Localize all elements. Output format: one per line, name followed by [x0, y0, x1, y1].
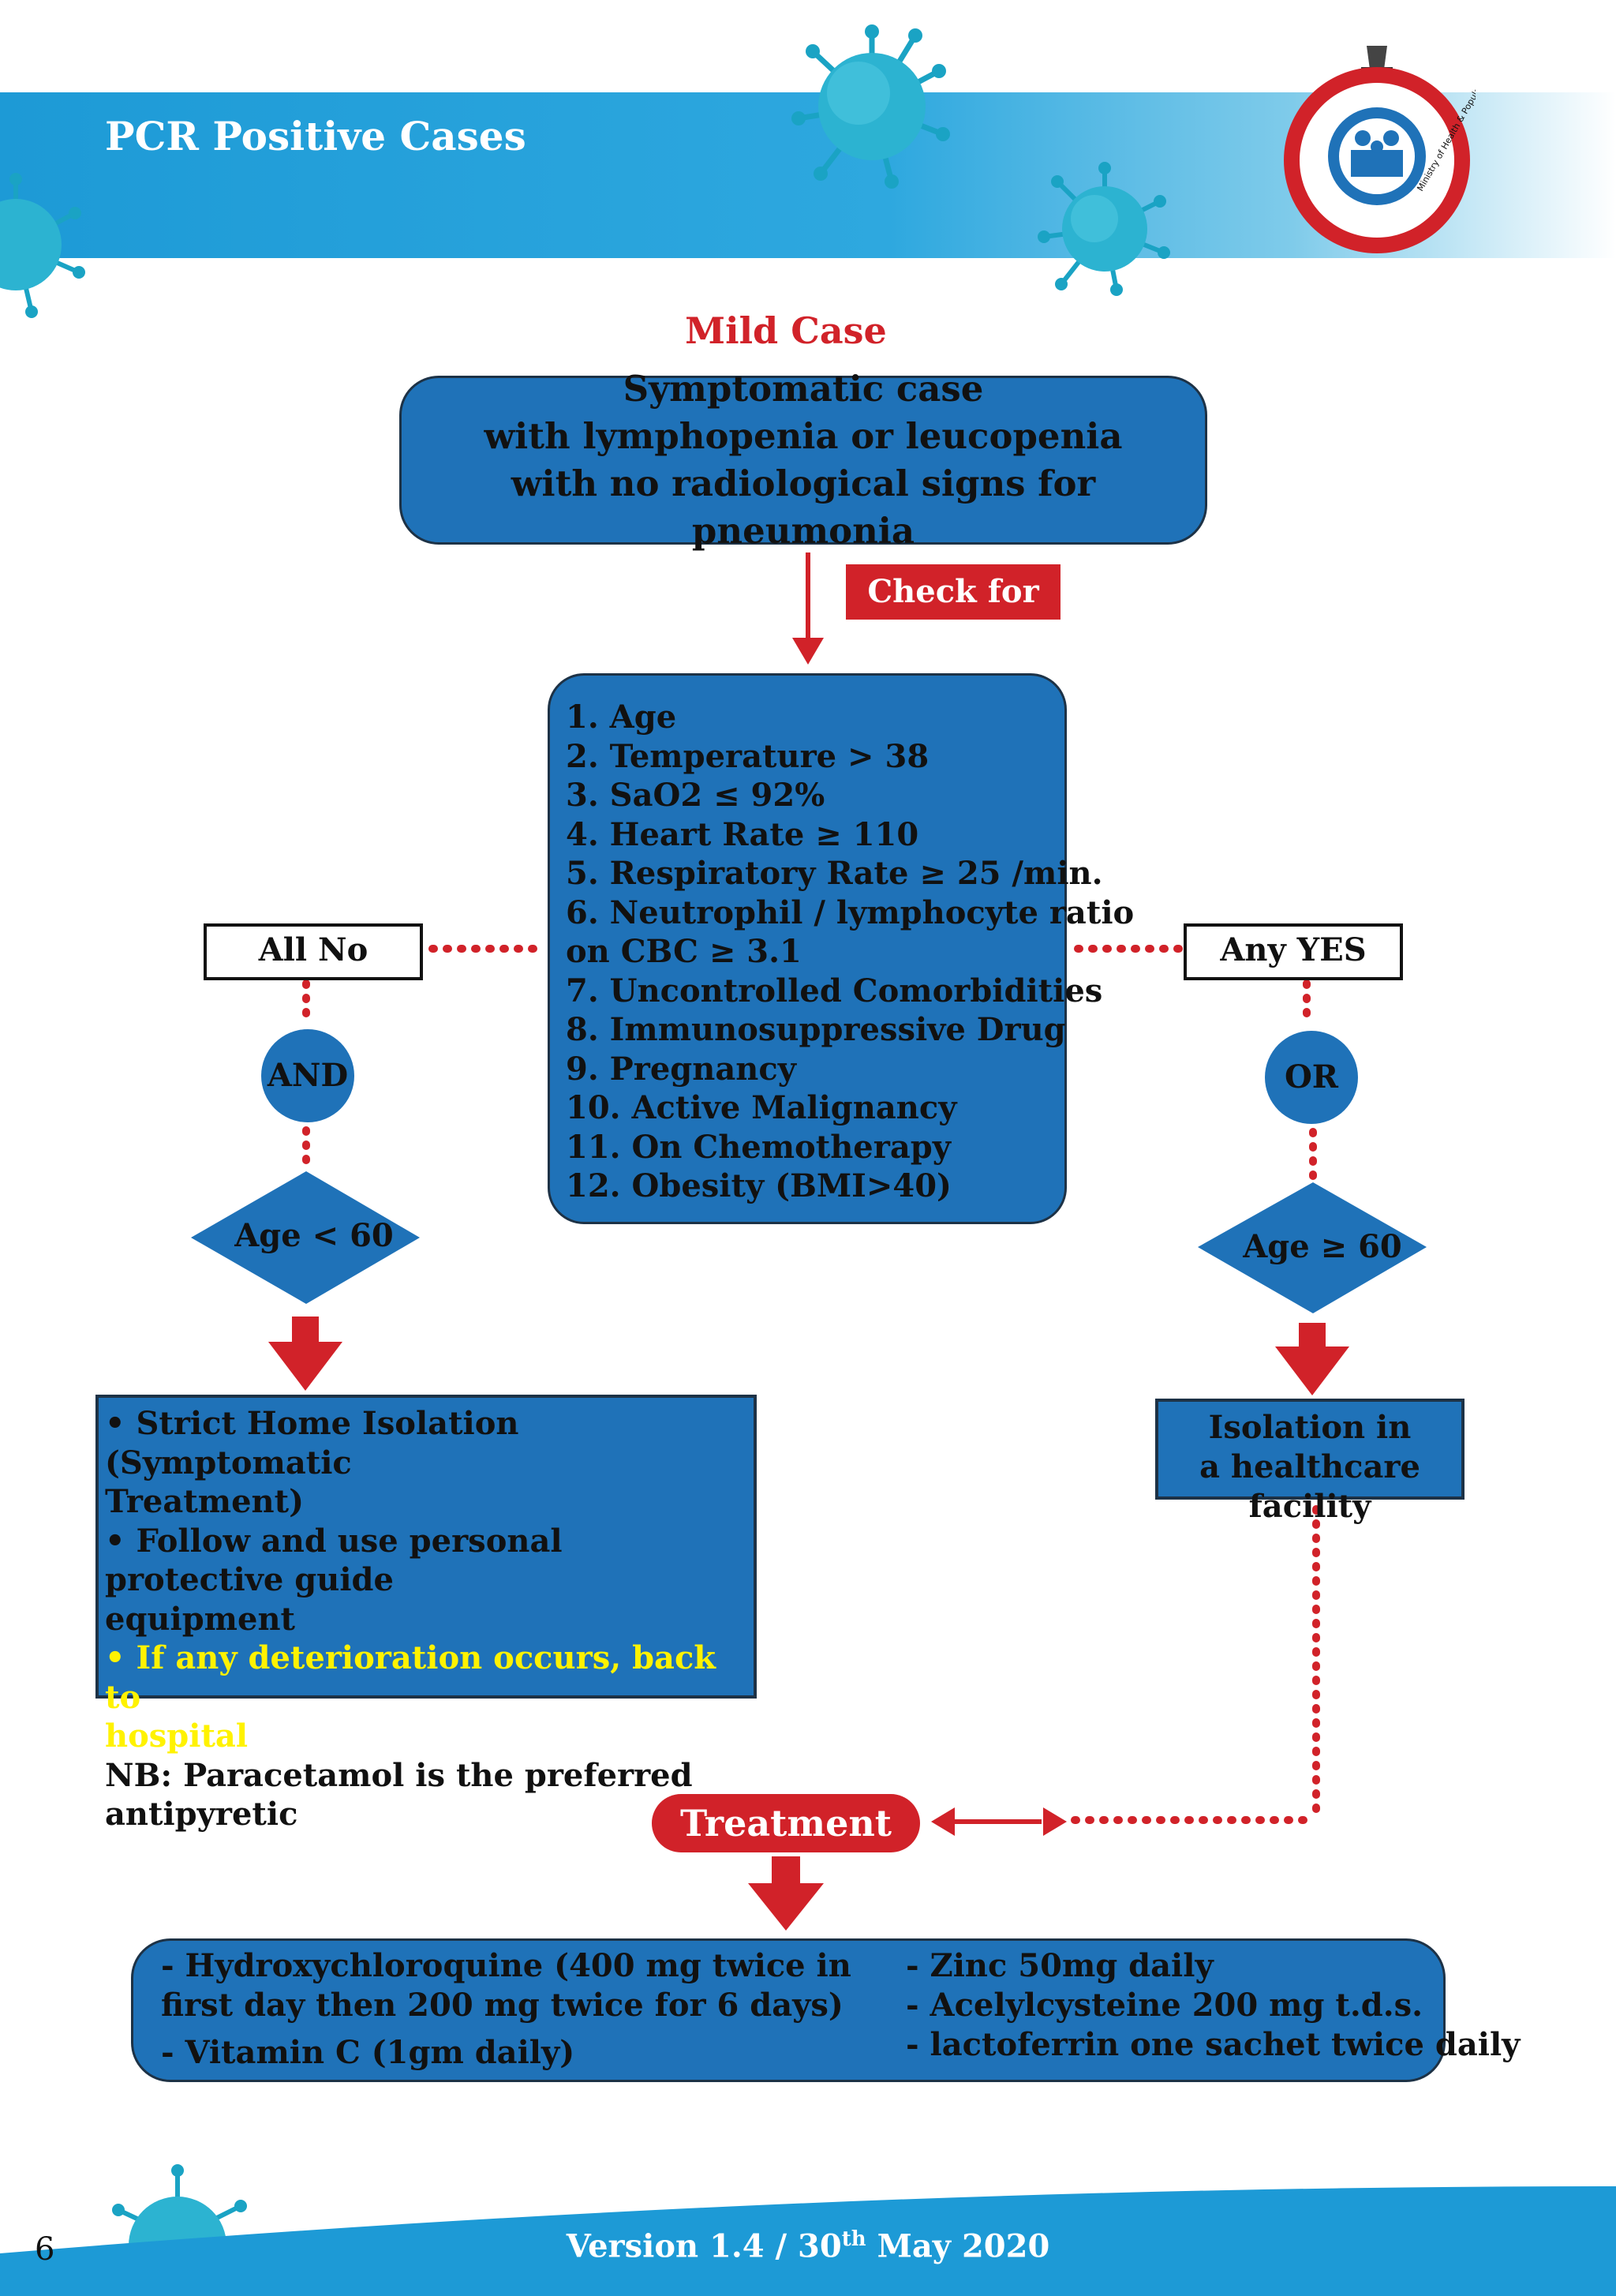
criteria-item: 12. Obesity (BMI>40): [566, 1167, 952, 1204]
criteria-item: 8. Immunosuppressive Drug: [566, 1011, 1066, 1048]
criteria-item: 10. Active Malignancy: [566, 1089, 957, 1126]
block-arrow-left-head: [268, 1342, 342, 1391]
outcome-line: Treatment): [105, 1483, 305, 1520]
outcome-line: Isolation in: [1208, 1409, 1412, 1446]
outcome-line: • Strict Home Isolation (Symptomatic: [105, 1405, 519, 1481]
criteria-item: 6. Neutrophil / lymphocyte ratio: [566, 893, 1135, 931]
decision-diamond-left: [191, 1171, 420, 1304]
treatment-item: - Vitamin C (1gm daily): [161, 2034, 575, 2071]
virus-icon: [1038, 162, 1170, 296]
version-text: Version 1.4 / 30th May 2020: [0, 2227, 1616, 2264]
treatment-box: [131, 1938, 1446, 2082]
version-suffix: May 2020: [866, 2227, 1050, 2265]
block-arrow-left: [292, 1317, 319, 1345]
treatment-item: - Acelylcysteine 200 mg t.d.s.: [906, 1987, 1423, 2024]
criteria-item: 3. SaO2 ≤ 92%: [566, 777, 825, 814]
box-line: with lymphopenia or leucopenia: [484, 415, 1123, 457]
home-isolation-box: • Strict Home Isolation (Symptomatic Tre…: [95, 1395, 757, 1833]
healthcare-isolation-box: Isolation in a healthcare facility: [1155, 1399, 1464, 1525]
box-line: with no radiological signs for pneumonia: [511, 463, 1096, 552]
treatment-item: - Zinc 50mg daily: [906, 1947, 1214, 1984]
and-connector: AND: [261, 1029, 354, 1122]
treatment-right-column: - Zinc 50mg daily - Acelylcysteine 200 m…: [906, 1946, 1520, 2065]
age-under-60-label: Age < 60: [234, 1217, 394, 1254]
symptomatic-case-box: Symptomatic case with lymphopenia or leu…: [399, 368, 1207, 552]
any-yes-label: Any YES: [1184, 923, 1403, 980]
ministry-logo: وزارة الصحة والسكان Ministry of Health &…: [1278, 38, 1476, 253]
criteria-list-box: 1. Age 2. Temperature > 38 3. SaO2 ≤ 92%…: [548, 673, 1135, 1224]
virus-icon: [0, 173, 85, 318]
block-arrow-treatment: [772, 1856, 800, 1886]
all-no-label: All No: [204, 923, 423, 980]
criteria-item: 1. Age: [566, 699, 677, 736]
footer-curve: [0, 2186, 1616, 2296]
treatment-item: - lactoferrin one sachet twice daily: [906, 2026, 1521, 2063]
outcome-line: equipment: [105, 1600, 295, 1638]
arrow-head: [931, 1807, 955, 1836]
check-for-label: Check for: [846, 564, 1060, 620]
outcome-line-highlight: • If any deterioration occurs, back to: [105, 1639, 716, 1716]
treatment-left-column: - Hydroxychloroquine (400 mg twice in fi…: [161, 1946, 851, 2073]
arrow-head: [1043, 1807, 1067, 1836]
criteria-item: 5. Respiratory Rate ≥ 25 /min.: [566, 855, 1103, 892]
criteria-item: 2. Temperature > 38: [566, 737, 930, 775]
criteria-item: 7. Uncontrolled Comorbidities: [566, 972, 1103, 1009]
version-prefix: Version 1.4 / 30: [566, 2227, 842, 2265]
treatment-item: - Hydroxychloroquine (400 mg twice in: [161, 1947, 851, 1984]
outcome-line-highlight: hospital: [105, 1717, 249, 1755]
decision-diamond-right: [1198, 1182, 1427, 1313]
block-arrow-treatment-head: [748, 1883, 824, 1931]
box-line: Symptomatic case: [623, 368, 984, 410]
block-arrow-right-head: [1275, 1347, 1349, 1395]
page-number: 6: [35, 2231, 55, 2268]
block-arrow-right: [1299, 1323, 1326, 1350]
section-title: Mild Case: [685, 309, 887, 352]
outcome-line: NB: Paracetamol is the preferred antipyr…: [105, 1756, 693, 1833]
arrow-head: [792, 638, 824, 665]
criteria-item: 9. Pregnancy: [566, 1050, 796, 1088]
page-title: PCR Positive Cases: [105, 113, 526, 159]
outcome-line: a healthcare facility: [1199, 1448, 1420, 1525]
criteria-item: 11. On Chemotherapy: [566, 1128, 951, 1166]
treatment-label: Treatment: [652, 1794, 920, 1852]
or-connector: OR: [1265, 1031, 1358, 1124]
outcome-line: • Follow and use personal protective gui…: [105, 1522, 563, 1599]
criteria-item: 4. Heart Rate ≥ 110: [566, 815, 919, 853]
criteria-item: on CBC ≥ 3.1: [566, 933, 802, 970]
version-sup: th: [841, 2227, 866, 2251]
treatment-item: first day then 200 mg twice for 6 days): [161, 1987, 844, 2024]
virus-icon: [791, 24, 950, 189]
age-over-60-label: Age ≥ 60: [1243, 1228, 1402, 1265]
